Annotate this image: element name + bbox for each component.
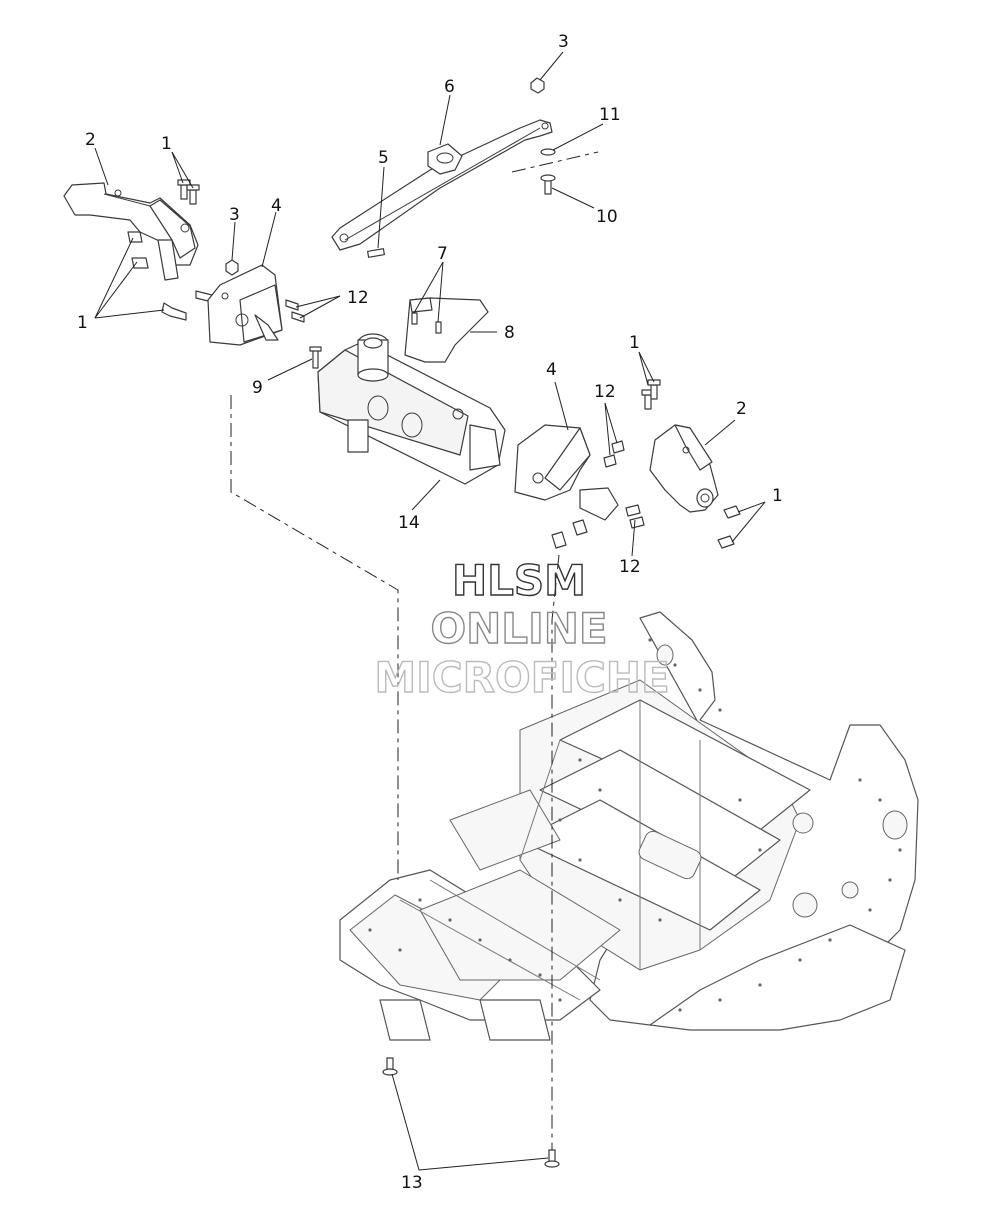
callout-11: 11 [599, 105, 621, 125]
watermark-line-3: MICROFICHE [374, 653, 669, 702]
alignment-lines [230, 151, 599, 1150]
cover-8 [404, 297, 489, 363]
washer-11 [540, 148, 556, 156]
nut-3-left [225, 259, 239, 276]
callout-3: 3 [558, 32, 569, 52]
bolts-12-left [285, 299, 305, 323]
nut-3-top [530, 77, 545, 94]
callout-2: 2 [85, 130, 96, 150]
bolts-13 [382, 1057, 560, 1168]
callout-12: 12 [347, 288, 369, 308]
bolt-10 [540, 174, 556, 195]
callout-labels: 1 1 1 1 2 2 3 3 4 4 5 6 7 8 9 10 11 12 1… [77, 32, 783, 1193]
bolts-right-plate [551, 440, 645, 549]
callout-4: 4 [271, 196, 282, 216]
callout-13: 13 [401, 1173, 423, 1193]
callout-10: 10 [596, 207, 618, 227]
callout-3: 3 [229, 205, 240, 225]
leader-lines [94, 51, 766, 1171]
steering-support-tube [331, 119, 553, 258]
callout-9: 9 [252, 378, 263, 398]
bolts-1-right [641, 379, 741, 549]
mount-plate-left [207, 264, 283, 346]
callout-2: 2 [736, 399, 747, 419]
mount-plate-right [514, 424, 619, 521]
callout-8: 8 [504, 323, 515, 343]
callout-1: 1 [772, 486, 783, 506]
bracket-right [649, 424, 719, 513]
callout-12: 12 [619, 557, 641, 577]
hardware-top-right [530, 77, 556, 195]
watermark-line-1: HLSM [452, 556, 586, 605]
callout-12: 12 [594, 382, 616, 402]
callout-14: 14 [398, 513, 420, 533]
watermark: HLSM ONLINE MICROFICHE [374, 555, 671, 702]
bracket-left [63, 182, 199, 281]
bolts-1-left [127, 179, 213, 321]
callout-7: 7 [437, 244, 448, 264]
frame-rivets [368, 638, 902, 1012]
callout-5: 5 [378, 148, 389, 168]
callout-1: 1 [629, 333, 640, 353]
callout-6: 6 [444, 77, 455, 97]
steering-box-14 [317, 333, 506, 485]
callout-1: 1 [161, 134, 172, 154]
watermark-line-2: ONLINE [430, 604, 607, 653]
bolt-9 [309, 346, 322, 369]
callout-4: 4 [546, 360, 557, 380]
callout-1: 1 [77, 313, 88, 333]
chassis-frame [339, 611, 919, 1041]
